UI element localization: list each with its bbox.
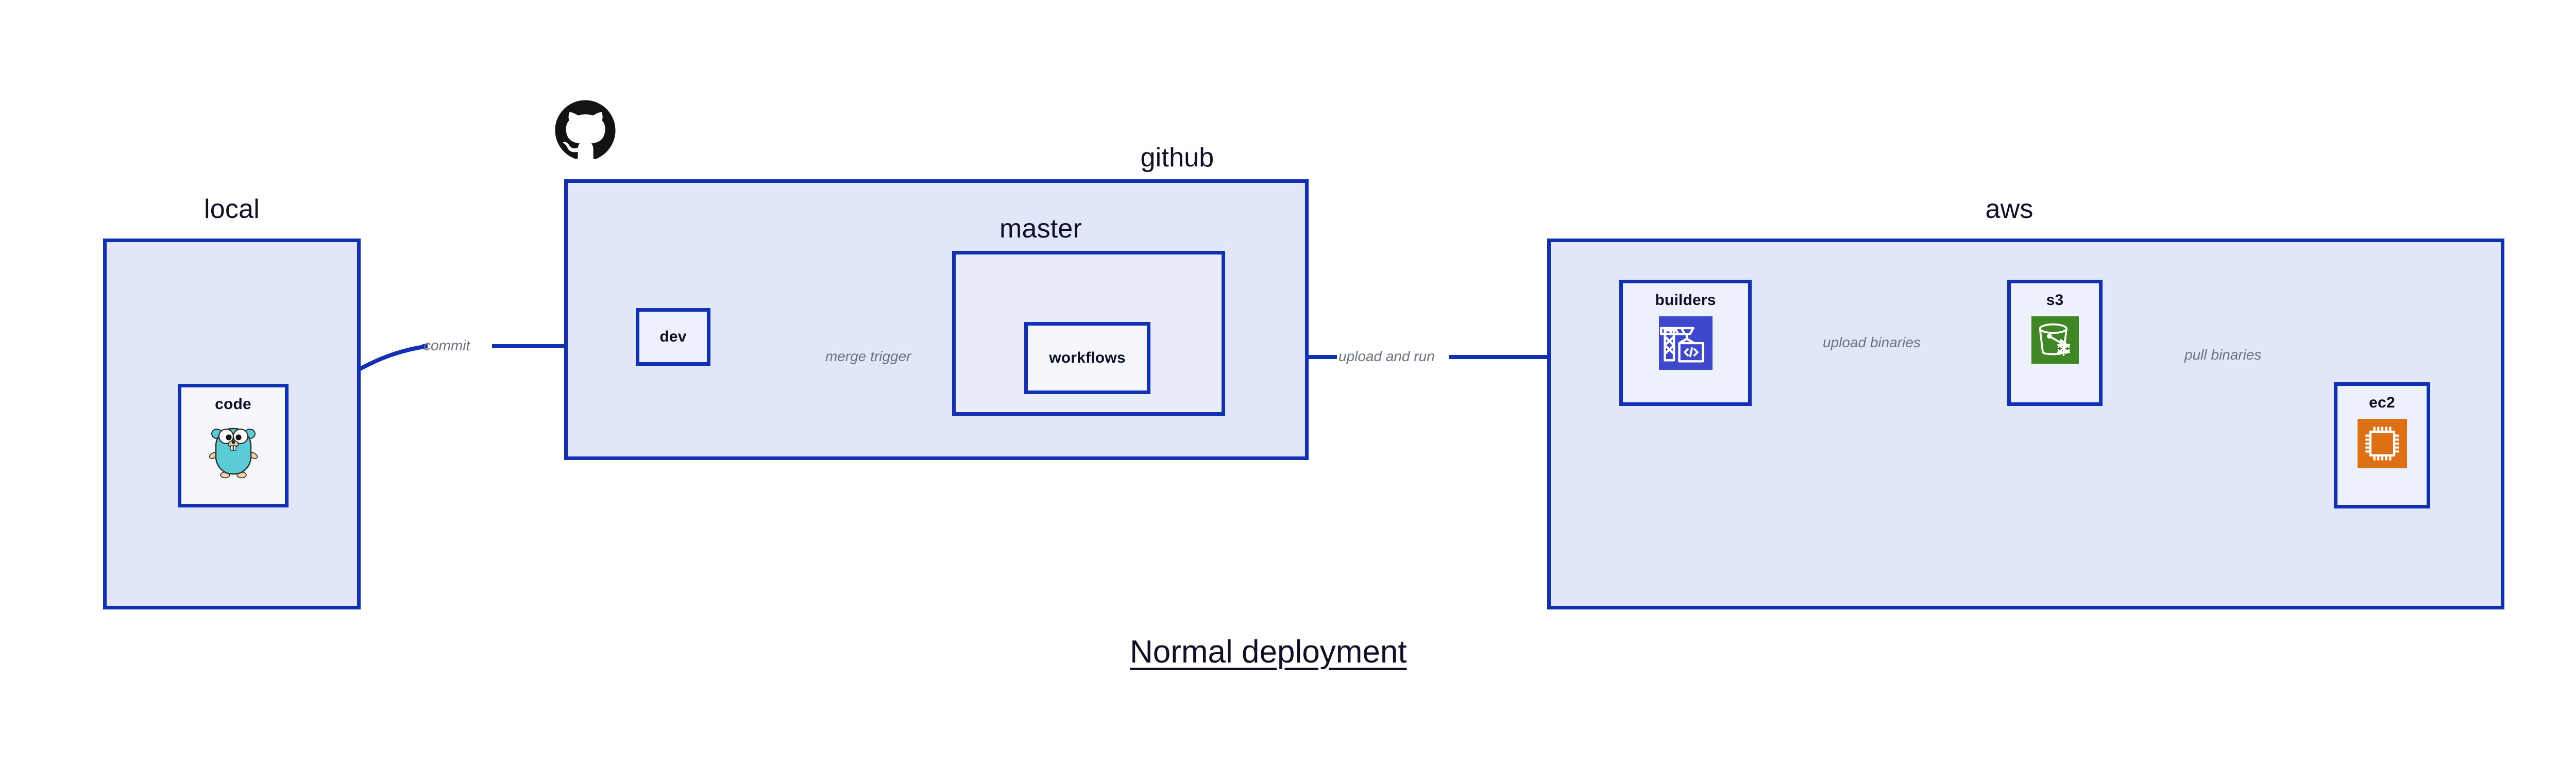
edge-label-upload-and-run: upload and run (1338, 348, 1435, 364)
node-label-workflows: workflows (1049, 349, 1126, 366)
node-dev[interactable]: dev (636, 308, 710, 366)
group-label-master: master (999, 214, 1082, 244)
edge-label-pull-binaries: pull binaries (2184, 347, 2262, 363)
node-label-builders: builders (1655, 292, 1716, 309)
node-label-dev: dev (659, 328, 687, 345)
diagram-caption: Normal deployment (1130, 634, 1407, 670)
edge-label-merge-trigger: merge trigger (825, 348, 911, 364)
node-builders[interactable]: builders (1619, 280, 1752, 406)
node-workflows[interactable]: workflows (1024, 322, 1150, 394)
node-s3[interactable]: s3 (2007, 280, 2103, 406)
aws-ec2-icon (2357, 419, 2407, 471)
edge-label-upload-binaries: upload binaries (1823, 334, 1921, 350)
group-label-local: local (204, 194, 260, 224)
node-label-s3: s3 (2046, 292, 2064, 309)
node-code[interactable]: code (178, 384, 289, 507)
aws-s3-glacier-icon (2031, 316, 2079, 366)
group-label-aws: aws (1985, 194, 2033, 224)
node-ec2[interactable]: ec2 (2334, 382, 2430, 508)
edge-label-commit: commit (423, 337, 470, 353)
go-gopher-icon (208, 419, 259, 481)
node-label-ec2: ec2 (2369, 394, 2395, 411)
node-label-code: code (215, 396, 251, 413)
aws-codebuild-icon (1658, 316, 1713, 372)
github-octocat-logo (554, 99, 617, 164)
group-label-github: github (1140, 143, 1214, 173)
